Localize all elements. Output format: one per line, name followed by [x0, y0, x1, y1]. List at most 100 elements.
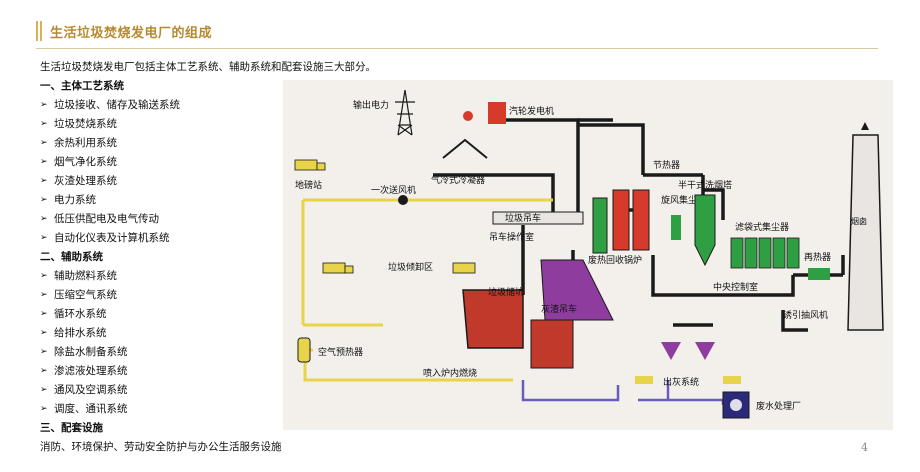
list-item-label: 电力系统 — [54, 194, 96, 206]
list-item: ➢ 自动化仪表及计算机系统 — [40, 229, 300, 248]
transmission-tower — [395, 89, 415, 136]
pipe-network — [433, 118, 845, 332]
text-content: 生活垃圾焚烧发电厂包括主体工艺系统、辅助系统和配套设施三大部分。 一、主体工艺系… — [40, 58, 376, 457]
condenser-icon — [442, 138, 488, 159]
arrow-bullet-icon: ➢ — [40, 138, 48, 148]
boiler-drum-icon — [592, 197, 608, 254]
arrow-bullet-icon: ➢ — [40, 404, 48, 414]
arrow-bullet-icon: ➢ — [40, 328, 48, 338]
title-accent-bar — [40, 21, 42, 41]
list-item: ➢ 垃圾接收、储存及输送系统 — [40, 96, 300, 115]
list-item-label: 垃圾接收、储存及输送系统 — [54, 99, 180, 111]
list-item-label: 给排水系统 — [54, 327, 107, 339]
arrow-bullet-icon: ➢ — [40, 309, 48, 319]
boiler-tower-icon — [612, 189, 630, 251]
label-waste-boiler: 废热回收锅炉 — [588, 254, 642, 266]
label-tipping-hall: 垃圾倾卸区 — [388, 261, 433, 273]
fan-icon — [398, 195, 408, 205]
crane-rail-icon — [492, 211, 584, 225]
preheater-icon — [297, 337, 311, 363]
section-heading: 二、辅助系统 — [40, 251, 103, 263]
truck-cab-icon — [344, 265, 354, 274]
list-item: ➢渗滤液处理系统 — [40, 362, 300, 381]
list-item-label: 灰渣处理系统 — [54, 175, 117, 187]
arrow-bullet-icon: ➢ — [40, 195, 48, 205]
arrow-bullet-icon: ➢ — [40, 233, 48, 243]
up-arrow-icon — [861, 122, 869, 130]
wastewater-glow-icon — [730, 399, 742, 411]
list-item-label: 通风及空调系统 — [54, 384, 128, 396]
list-item: ➢ 电力系统 — [40, 191, 300, 210]
boiler-tower-icon — [632, 189, 650, 251]
arrow-bullet-icon: ➢ — [40, 157, 48, 167]
waste-pit-icon — [462, 289, 524, 349]
label-id-fan: 诱引抽风机 — [783, 309, 828, 321]
slide-header: 生活垃圾焚烧发电厂的组成 — [36, 20, 212, 42]
list-item-label: 垃圾焚烧系统 — [54, 118, 117, 130]
truck-icon — [294, 159, 318, 171]
list-item-label: 自动化仪表及计算机系统 — [54, 232, 170, 244]
label-injection: 喷入炉内燃烧 — [423, 367, 477, 379]
label-air-preheater: 空气预热器 — [318, 346, 363, 358]
label-weighbridge: 地磅站 — [295, 179, 322, 191]
page-title: 生活垃圾焚烧发电厂的组成 — [50, 25, 213, 41]
truck-cab-icon — [316, 162, 326, 171]
generator-icon — [463, 111, 473, 121]
label-ash-system: 出灰系统 — [663, 376, 699, 388]
label-crane: 垃圾吊车 — [505, 212, 541, 224]
ash-silo-icon — [695, 342, 715, 360]
list-item: ➢ 灰渣处理系统 — [40, 172, 300, 191]
list-item: ➢ 余热利用系统 — [40, 134, 300, 153]
arrow-bullet-icon: ➢ — [40, 119, 48, 129]
list-item: ➢ 调度、通讯系统 — [40, 400, 300, 419]
label-economizer: 节热器 — [653, 159, 680, 171]
title-accent-bar — [36, 21, 38, 41]
list-item: ➢ 除盐水制备系统 — [40, 343, 300, 362]
arrow-bullet-icon: ➢ — [40, 385, 48, 395]
label-primary-fan: 一次送风机 — [371, 184, 416, 196]
truck-icon — [452, 262, 476, 274]
label-semi-dry-scrubber: 半干式洗烟塔 — [678, 179, 732, 191]
section-heading: 一、主体工艺系统 — [40, 80, 124, 92]
list-item: ➢低压供配电及电气传动 — [40, 210, 300, 229]
list-item: ➢ 垃圾焚烧系统 — [40, 115, 300, 134]
ash-pit-icon — [530, 319, 574, 369]
list-item-label: 余热利用系统 — [54, 137, 117, 149]
arrow-bullet-icon: ➢ — [40, 347, 48, 357]
list-item-label: 除盐水制备系统 — [54, 346, 128, 358]
intro-text: 生活垃圾焚烧发电厂包括主体工艺系统、辅助系统和配套设施三大部分。 — [40, 61, 376, 73]
list-item-label: 循环水系统 — [54, 308, 107, 320]
cyclone-icon — [671, 215, 681, 240]
label-pit: 垃圾储坑 — [488, 286, 524, 298]
arrow-bullet-icon: ➢ — [40, 176, 48, 186]
bag-filter-icon — [730, 237, 800, 269]
list-item-label: 低压供配电及电气传动 — [54, 213, 159, 225]
list-item-label: 调度、通讯系统 — [54, 403, 128, 415]
list-item: ➢ 循环水系统 — [40, 305, 300, 324]
list-item: ➢辅助燃料系统 — [40, 267, 300, 286]
process-diagram: 输出电力 汽轮发电机 地磅站 一次送风机 气冷式冷凝器 节热器 旋风集尘器 半干… — [283, 80, 893, 430]
list-item-label: 压缩空气系统 — [54, 289, 117, 301]
arrow-bullet-icon: ➢ — [40, 290, 48, 300]
chimney-icon — [847, 134, 884, 331]
label-bag-filter: 滤袋式集尘器 — [735, 221, 789, 233]
label-turbine: 汽轮发电机 — [509, 105, 554, 117]
label-wastewater: 废水处理厂 — [756, 400, 801, 412]
list-item-label: 烟气净化系统 — [54, 156, 117, 168]
arrow-bullet-icon: ➢ — [40, 271, 48, 281]
arrow-bullet-icon: ➢ — [40, 100, 48, 110]
turbine-icon — [488, 102, 506, 124]
facilities-text: 消防、环境保护、劳动安全防护与办公生活服务设施 — [40, 441, 282, 453]
truck-icon — [723, 376, 741, 384]
truck-icon — [322, 262, 346, 274]
list-item: ➢ 给排水系统 — [40, 324, 300, 343]
ash-silo-icon — [661, 342, 681, 360]
arrow-bullet-icon: ➢ — [40, 366, 48, 376]
scrubber-icon — [694, 194, 716, 267]
label-reheater: 再热器 — [804, 251, 831, 263]
section-heading: 三、配套设施 — [40, 422, 103, 434]
page-number: 4 — [861, 441, 868, 454]
label-crane-control: 吊车操作室 — [489, 231, 534, 243]
label-control-room: 中央控制室 — [713, 281, 758, 293]
title-divider — [36, 48, 878, 49]
